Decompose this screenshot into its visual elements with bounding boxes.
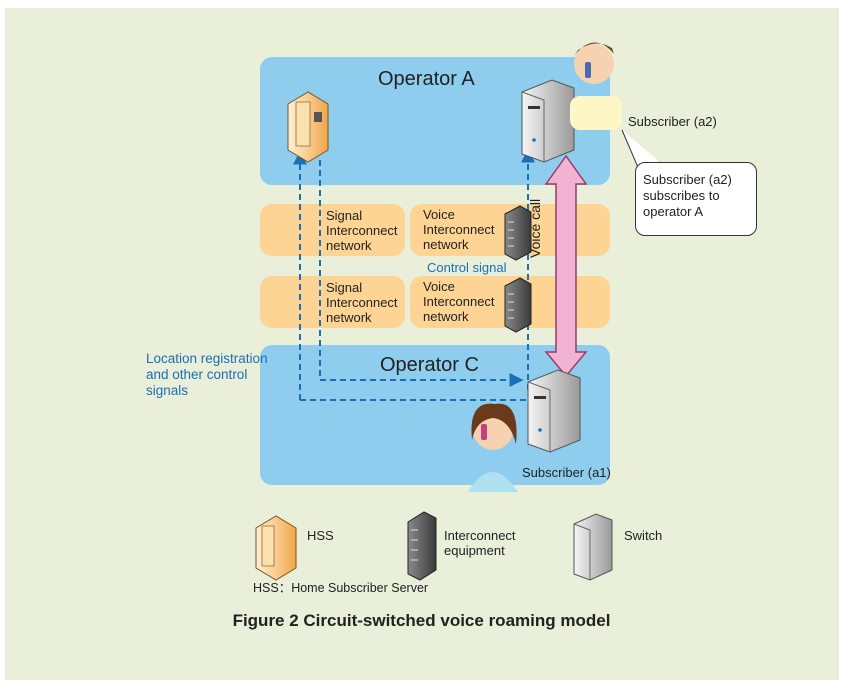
control-signal-label: Control signal	[427, 260, 507, 275]
interconnect-equipment-icon	[504, 277, 532, 333]
operator-a-title: Operator A	[378, 68, 475, 90]
voice-call-arrow	[544, 154, 588, 378]
signal-paths	[293, 148, 535, 401]
switch-icon	[527, 369, 581, 453]
legend-interconnect-equipment-icon	[407, 511, 437, 581]
hss-abbreviation-note: HSS：Home Subscriber Server	[253, 581, 429, 595]
legend-hss-icon	[255, 515, 297, 581]
switch-icon	[521, 79, 575, 163]
subscriber-a2-person-icon	[570, 42, 622, 130]
hss-icon	[287, 91, 329, 163]
legend-switch-label: Switch	[624, 528, 663, 543]
legend-switch-icon	[573, 513, 613, 581]
voice-call-label: Voice call	[527, 198, 543, 258]
callout-box	[635, 162, 757, 236]
legend-hss-label: HSS	[307, 528, 334, 543]
operator-c-title: Operator C	[380, 354, 479, 376]
interconnect-equipment-icon	[504, 205, 532, 261]
figure-caption: Figure 2 Circuit-switched voice roaming …	[232, 611, 611, 630]
signal-band-2	[260, 276, 405, 328]
subscriber-a1-label: Subscriber (a1)	[522, 465, 611, 480]
subscriber-a1-person-icon	[468, 403, 518, 492]
signal-band-1	[260, 204, 405, 256]
subscriber-a2-label: Subscriber (a2)	[628, 114, 717, 129]
